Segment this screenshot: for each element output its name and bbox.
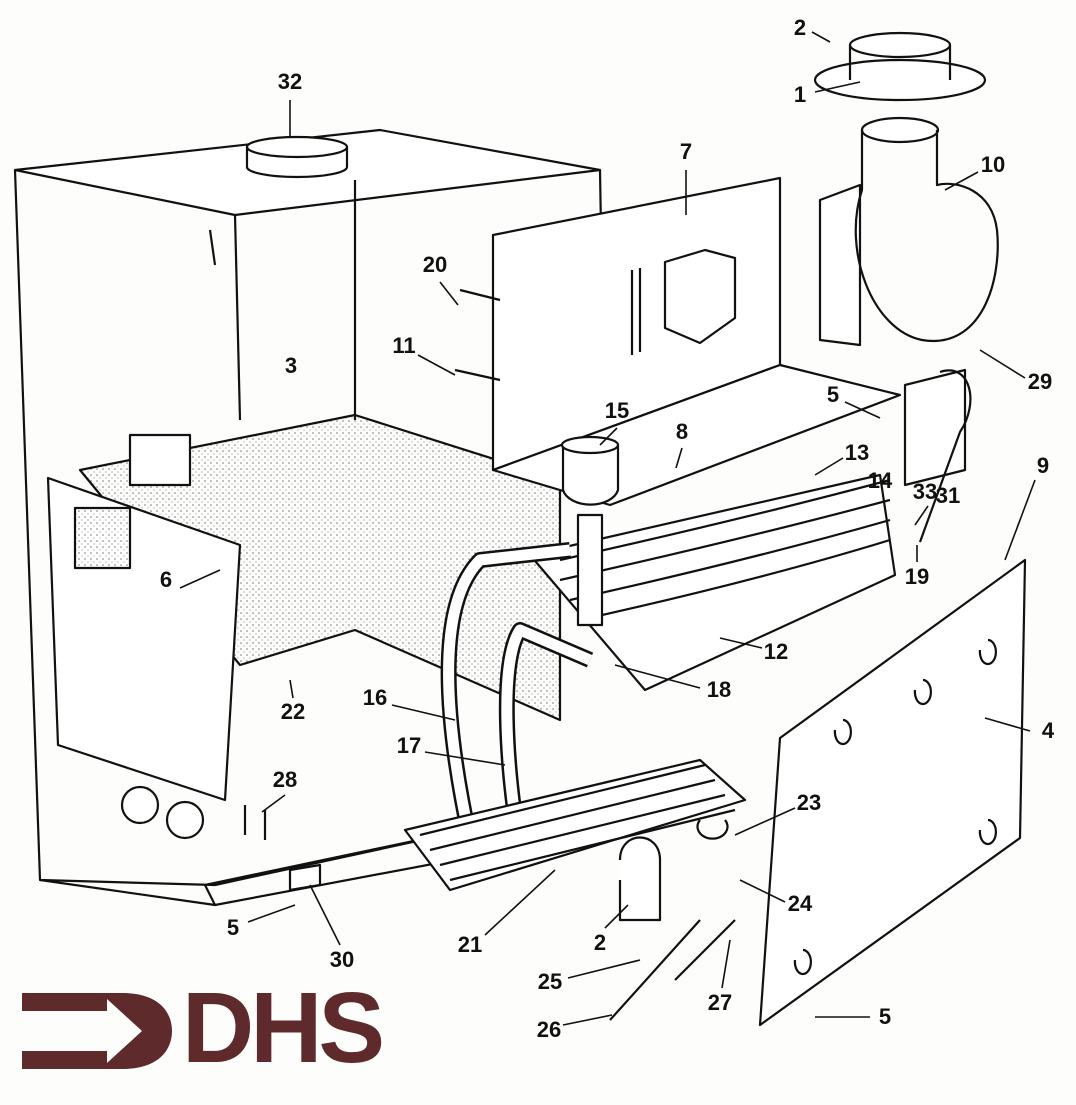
label-part-5-panel: 5 (878, 1004, 892, 1029)
label-part-22: 22 (280, 699, 306, 724)
part-4-front-panel (758, 558, 1027, 1027)
part-32-flue-collar (245, 135, 349, 179)
arrow-logo-icon (22, 993, 172, 1069)
label-part-8: 8 (675, 419, 689, 444)
label-part-16: 16 (362, 685, 388, 710)
label-part-20: 20 (422, 252, 448, 277)
label-part-21: 21 (457, 932, 483, 957)
label-part-27: 27 (707, 990, 733, 1015)
label-part-31: 31 (935, 483, 961, 508)
part-21-burner (403, 758, 747, 892)
label-part-17: 17 (396, 733, 422, 758)
leader-lines (179, 31, 1036, 1026)
label-part-5: 5 (826, 382, 840, 407)
label-part-2: 2 (793, 15, 807, 40)
part-12-heat-exchanger (528, 473, 897, 692)
label-part-26: 26 (536, 1017, 562, 1042)
label-part-15: 15 (604, 398, 630, 423)
part-1-fan-ring (813, 31, 987, 102)
label-part-29: 29 (1027, 369, 1053, 394)
label-part-23: 23 (796, 790, 822, 815)
label-part-7: 7 (679, 139, 693, 164)
label-part-10: 10 (980, 152, 1006, 177)
label-part-11: 11 (392, 333, 416, 358)
label-part-32: 32 (277, 69, 303, 94)
part-10-fan (818, 116, 999, 347)
label-part-9: 9 (1036, 453, 1050, 478)
label-part-12: 12 (763, 639, 789, 664)
label-part-13: 13 (844, 440, 870, 465)
label-part-28: 28 (272, 767, 298, 792)
part-31-bracket (903, 368, 967, 487)
part-3-combustion-chamber (78, 413, 562, 722)
label-part-19: 19 (904, 564, 930, 589)
label-part-3: 3 (284, 353, 298, 378)
label-part-1: 1 (793, 82, 807, 107)
label-part-24: 24 (787, 891, 813, 916)
label-part-2-bracket: 2 (593, 930, 607, 955)
label-part-4: 4 (1041, 718, 1055, 743)
label-part-18: 18 (706, 677, 732, 702)
label-part-5-screw: 5 (226, 915, 240, 940)
label-part-30: 30 (329, 947, 355, 972)
label-part-25: 25 (537, 969, 563, 994)
dhs-logo: DHS (22, 972, 392, 1084)
label-part-33: 33 (912, 479, 938, 504)
logo-text: DHS (182, 972, 385, 1084)
label-part-6: 6 (159, 567, 173, 592)
label-part-14: 14 (867, 468, 893, 493)
